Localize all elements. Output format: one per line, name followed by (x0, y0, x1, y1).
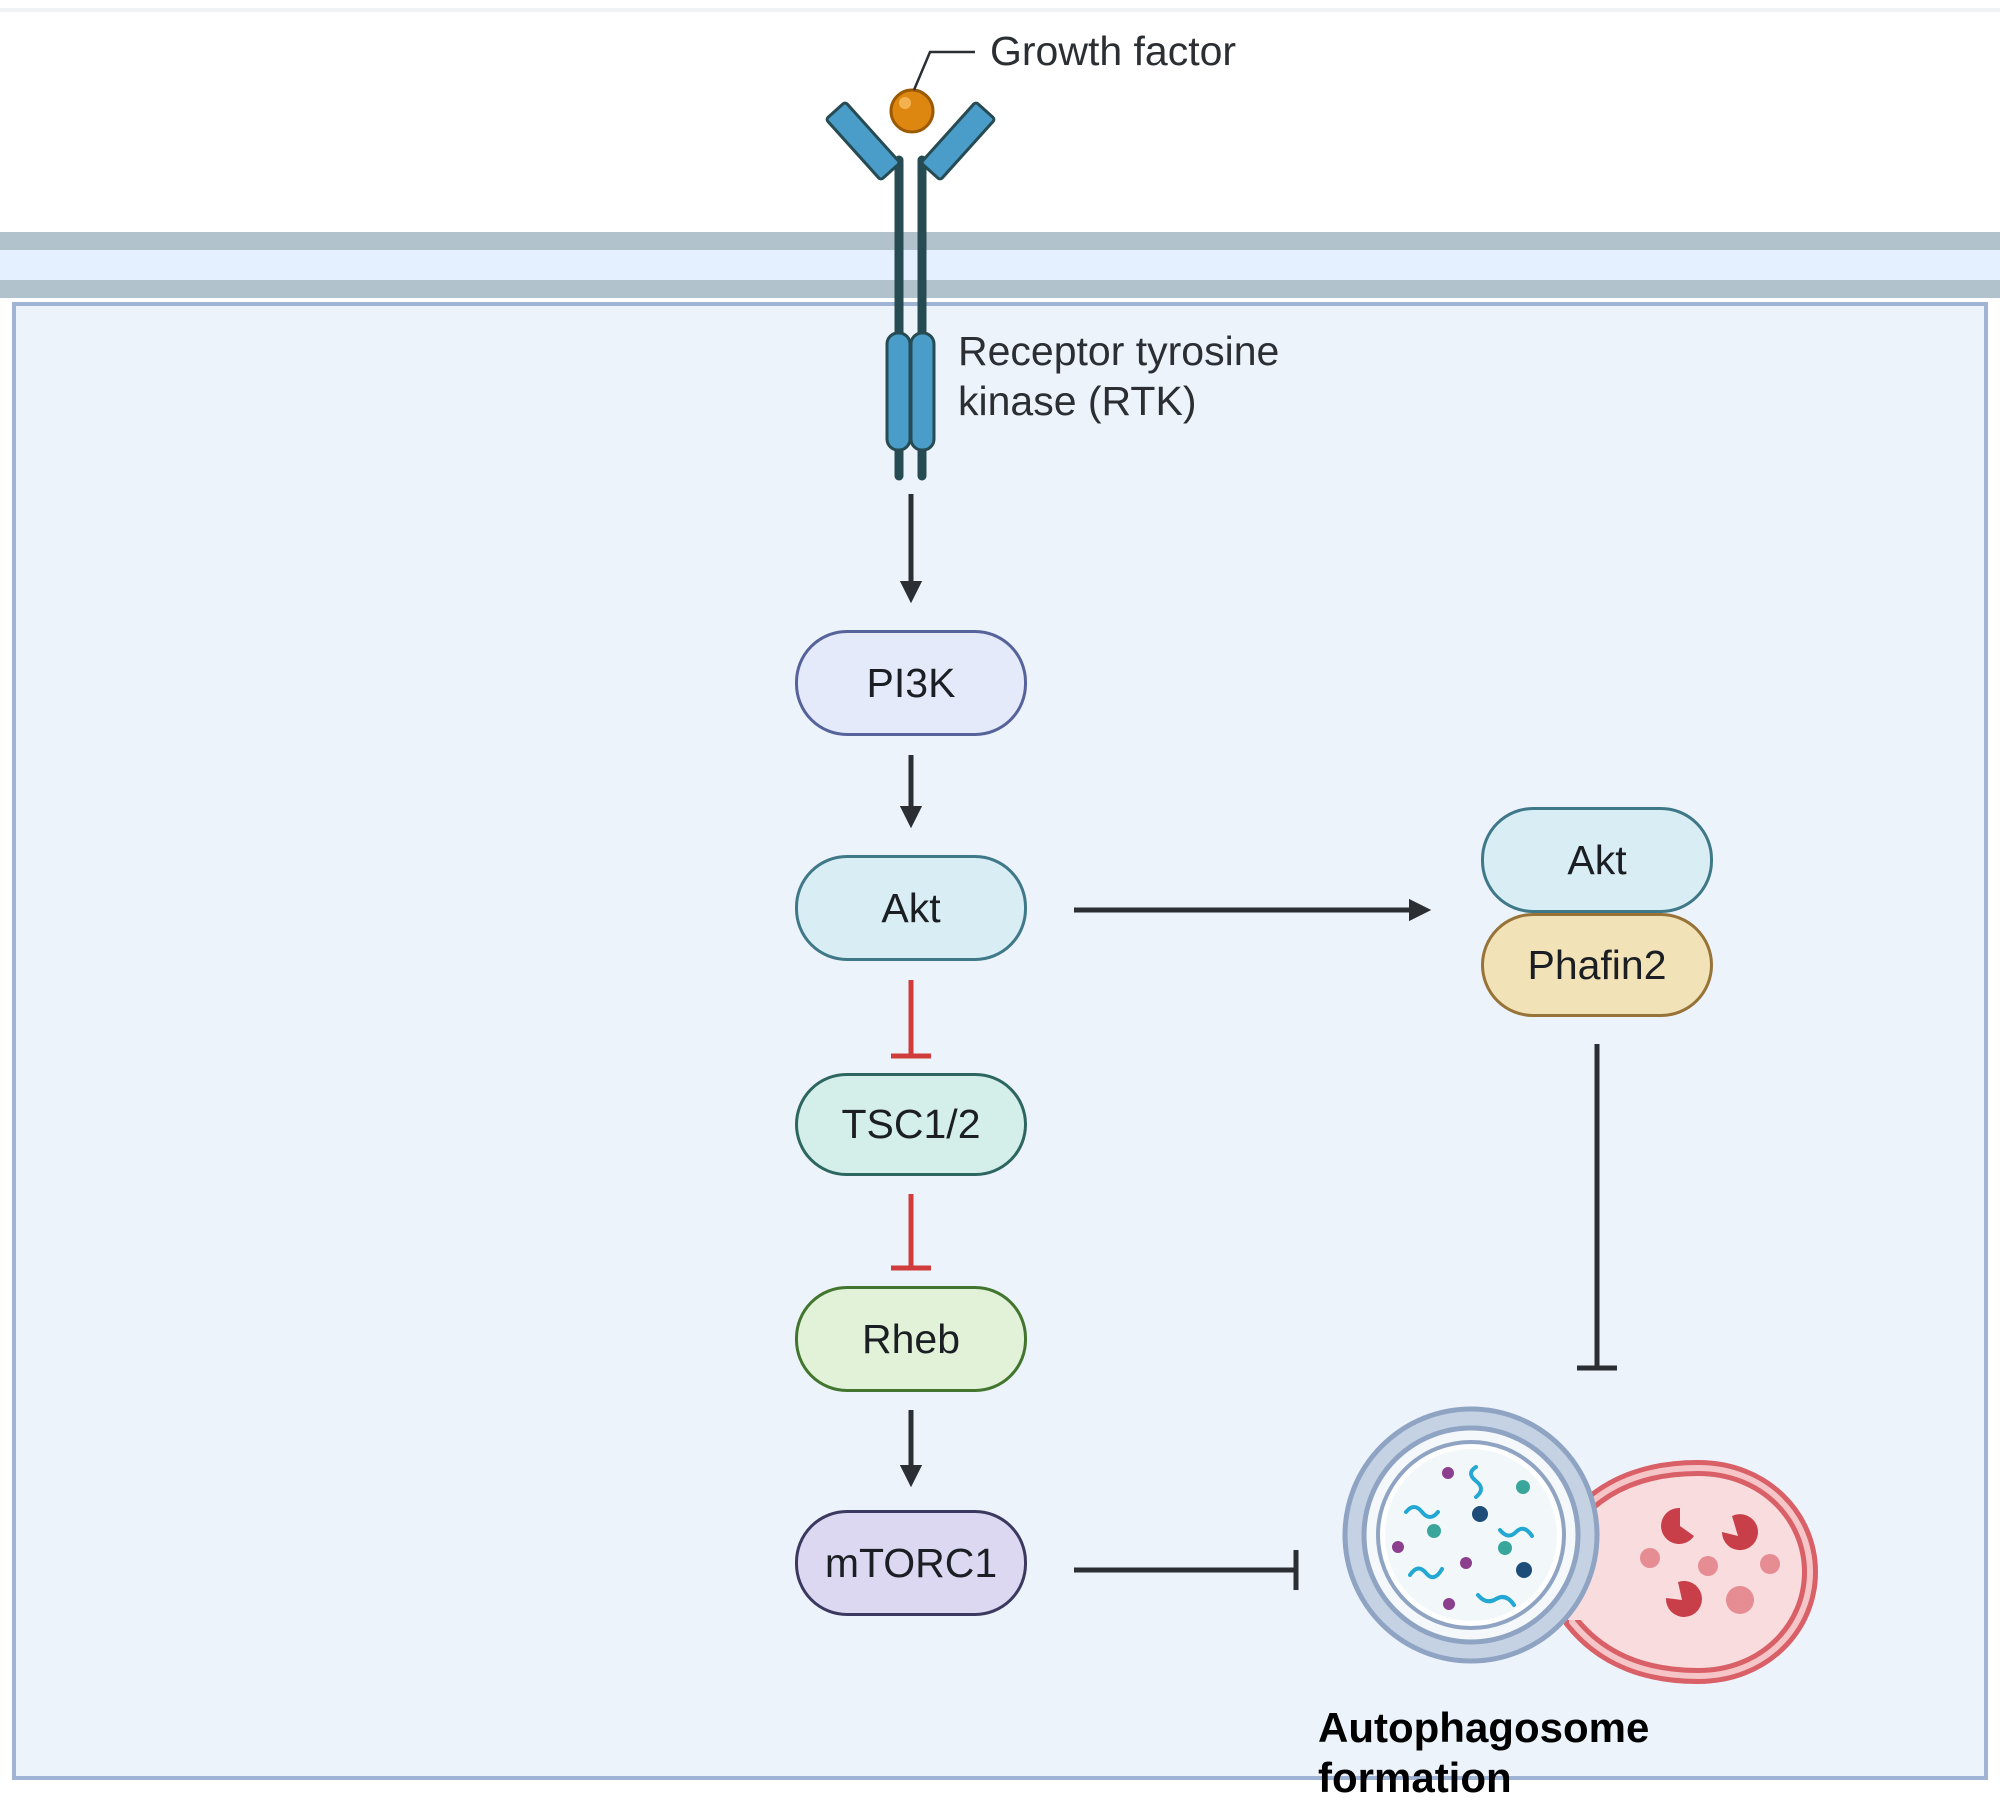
node-phafin2: Phafin2 (1481, 913, 1713, 1017)
growth-factor-leader-line (912, 50, 975, 91)
node-akt-complex-label: Akt (1567, 836, 1627, 883)
node-mtorc1-label: mTORC1 (824, 1539, 998, 1586)
node-akt-label: Akt (881, 884, 941, 931)
receptor-label-line1: Receptor tyrosine (958, 328, 1280, 374)
autophagosome-title-line1: Autophagosome (1318, 1704, 1650, 1751)
receptor-tyrosine-kinase (825, 101, 996, 481)
node-tsc1-2: TSC1/2 (795, 1073, 1027, 1176)
node-akt-complex: Akt (1481, 807, 1713, 913)
inhibition-tsc-to-rheb (891, 1194, 931, 1271)
top-edge-line (0, 8, 2000, 12)
receptor-kinase-domain-right (909, 331, 936, 452)
autophagosome-formation-title: Autophagosome formation (1318, 1703, 1649, 1803)
autophagosome-graphic (1342, 1406, 1819, 1685)
plasma-membrane (0, 232, 2000, 298)
node-akt: Akt (795, 855, 1027, 961)
growth-factor-label: Growth factor (990, 28, 1237, 74)
node-phafin2-label: Phafin2 (1527, 941, 1667, 988)
node-pi3k: PI3K (795, 630, 1027, 736)
autophagosome-title-line2: formation (1318, 1754, 1512, 1801)
node-rheb: Rheb (795, 1286, 1027, 1392)
receptor-label-line2: kinase (RTK) (958, 378, 1197, 424)
node-rheb-label: Rheb (861, 1315, 960, 1362)
autophagosome-cargo (1404, 1465, 1534, 1607)
node-tsc1-2-label: TSC1/2 (841, 1101, 981, 1147)
lysosomal-enzymes (1640, 1507, 1780, 1617)
inhibition-akt-to-tsc (891, 980, 931, 1059)
node-pi3k-label: PI3K (866, 659, 956, 706)
inhibition-phafin2-to-autophagy (1577, 1044, 1617, 1371)
node-mtorc1: mTORC1 (795, 1510, 1027, 1616)
inhibition-mtorc1-to-autophagy (1074, 1550, 1299, 1590)
receptor-right-arm (920, 101, 996, 181)
receptor-kinase-domain-left (885, 331, 912, 452)
growth-factor-ligand (889, 88, 935, 134)
receptor-left-arm (825, 101, 901, 181)
